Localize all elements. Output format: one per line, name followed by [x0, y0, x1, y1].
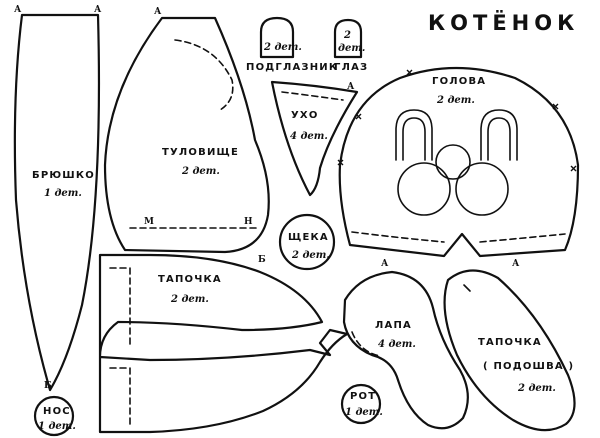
body-outline — [103, 16, 270, 254]
slipper-seam-line — [109, 267, 131, 349]
cheek-outline — [278, 213, 336, 271]
cheek-count: 2 дет. — [291, 250, 330, 261]
eye-outline — [333, 18, 363, 59]
eye-count-number: 2 — [343, 30, 351, 41]
ear-label: УХО — [291, 110, 319, 121]
marker-n: Н — [244, 217, 253, 227]
belly-piece: А А Б БРЮШКО 1 дет. — [13, 5, 102, 392]
cheek-label: ЩЕКА — [288, 232, 329, 243]
paw-seam-line — [351, 331, 381, 357]
body-piece: А М Н Б ТУЛОВИЩЕ 2 дет. — [103, 7, 270, 265]
eye-pad-outline — [259, 16, 295, 59]
eye-label: ГЛАЗ — [334, 62, 368, 73]
nose-outline — [33, 395, 75, 437]
sole-outline — [443, 269, 576, 432]
marker-b: Б — [258, 255, 266, 265]
sheet-title: КОТЁНОК — [428, 10, 579, 35]
marker-a: А — [94, 5, 102, 15]
nose-placement — [435, 144, 471, 180]
eye-pad-count: 2 дет. — [263, 42, 302, 53]
head-count: 2 дет. — [436, 95, 475, 106]
sole-sublabel: ( ПОДОШВА ) — [483, 361, 574, 372]
marker-a: А — [347, 82, 355, 92]
nose-count: 1 дет. — [38, 421, 76, 432]
eye-pad-piece: 2 дет. ПОДГЛАЗНИК — [246, 16, 338, 73]
nose-label: НОС — [43, 406, 71, 417]
eye-piece: 2 дет. ГЛАЗ — [333, 18, 368, 73]
sole-piece: ТАПОЧКА ( ПОДОШВА ) 2 дет. — [443, 269, 576, 432]
head-label: ГОЛОВА — [432, 76, 486, 87]
head-seam-right — [479, 233, 566, 243]
paw-piece: ЛАПА 4 дет. — [342, 270, 469, 430]
head-seam-left — [351, 231, 445, 243]
ear-outline — [270, 80, 359, 197]
mouth-count: 1 дет. — [345, 407, 383, 418]
marker-b: Б — [44, 381, 52, 391]
mouth-label: РОТ — [350, 391, 376, 402]
body-dart-line — [174, 39, 234, 111]
body-count: 2 дет. — [181, 166, 220, 177]
ear-count: 4 дет. — [290, 131, 328, 142]
belly-label: БРЮШКО — [32, 170, 95, 181]
ear-seam-line — [281, 91, 344, 101]
body-label: ТУЛОВИЩЕ — [162, 147, 239, 158]
belly-outline — [13, 13, 101, 392]
paw-count: 4 дет. — [378, 339, 416, 350]
cheek-piece: ЩЕКА 2 дет. — [278, 213, 336, 271]
slipper-label: ТАПОЧКА — [158, 274, 222, 285]
eye-pad-placement-left — [395, 109, 433, 161]
marker-a: А — [154, 7, 162, 17]
head-notch-marks — [337, 69, 577, 172]
mouth-piece: РОТ 1 дет. — [340, 383, 383, 425]
slipper-count: 2 дет. — [170, 294, 209, 305]
head-outline — [338, 66, 580, 258]
paw-outline — [342, 270, 469, 430]
marker-a: А — [381, 259, 389, 269]
slipper-outline — [98, 253, 349, 434]
eye-count-unit: дет. — [338, 43, 365, 54]
eye-placement-right — [487, 117, 511, 161]
eye-pad-label: ПОДГЛАЗНИК — [246, 62, 338, 73]
mouth-outline — [340, 383, 382, 425]
belly-count: 1 дет. — [44, 188, 82, 199]
cheek-placement-left — [397, 162, 451, 216]
paw-label: ЛАПА — [375, 320, 412, 331]
slipper-seam-line-lower — [109, 367, 131, 426]
sole-label: ТАПОЧКА — [478, 337, 542, 348]
ear-piece: А УХО 4 дет. — [270, 80, 359, 197]
sole-notch — [463, 284, 471, 292]
marker-a: А — [14, 5, 22, 15]
eye-pad-placement-right — [480, 109, 518, 161]
sole-count: 2 дет. — [517, 383, 556, 394]
marker-a: А — [512, 259, 520, 269]
nose-piece: НОС 1 дет. — [33, 395, 76, 437]
marker-m: М — [144, 217, 154, 227]
head-piece: А А ГОЛОВА 2 дет. — [337, 66, 580, 269]
slipper-piece: ТАПОЧКА 2 дет. — [98, 253, 349, 434]
cheek-placement-right — [455, 162, 509, 216]
eye-placement-left — [402, 117, 426, 161]
